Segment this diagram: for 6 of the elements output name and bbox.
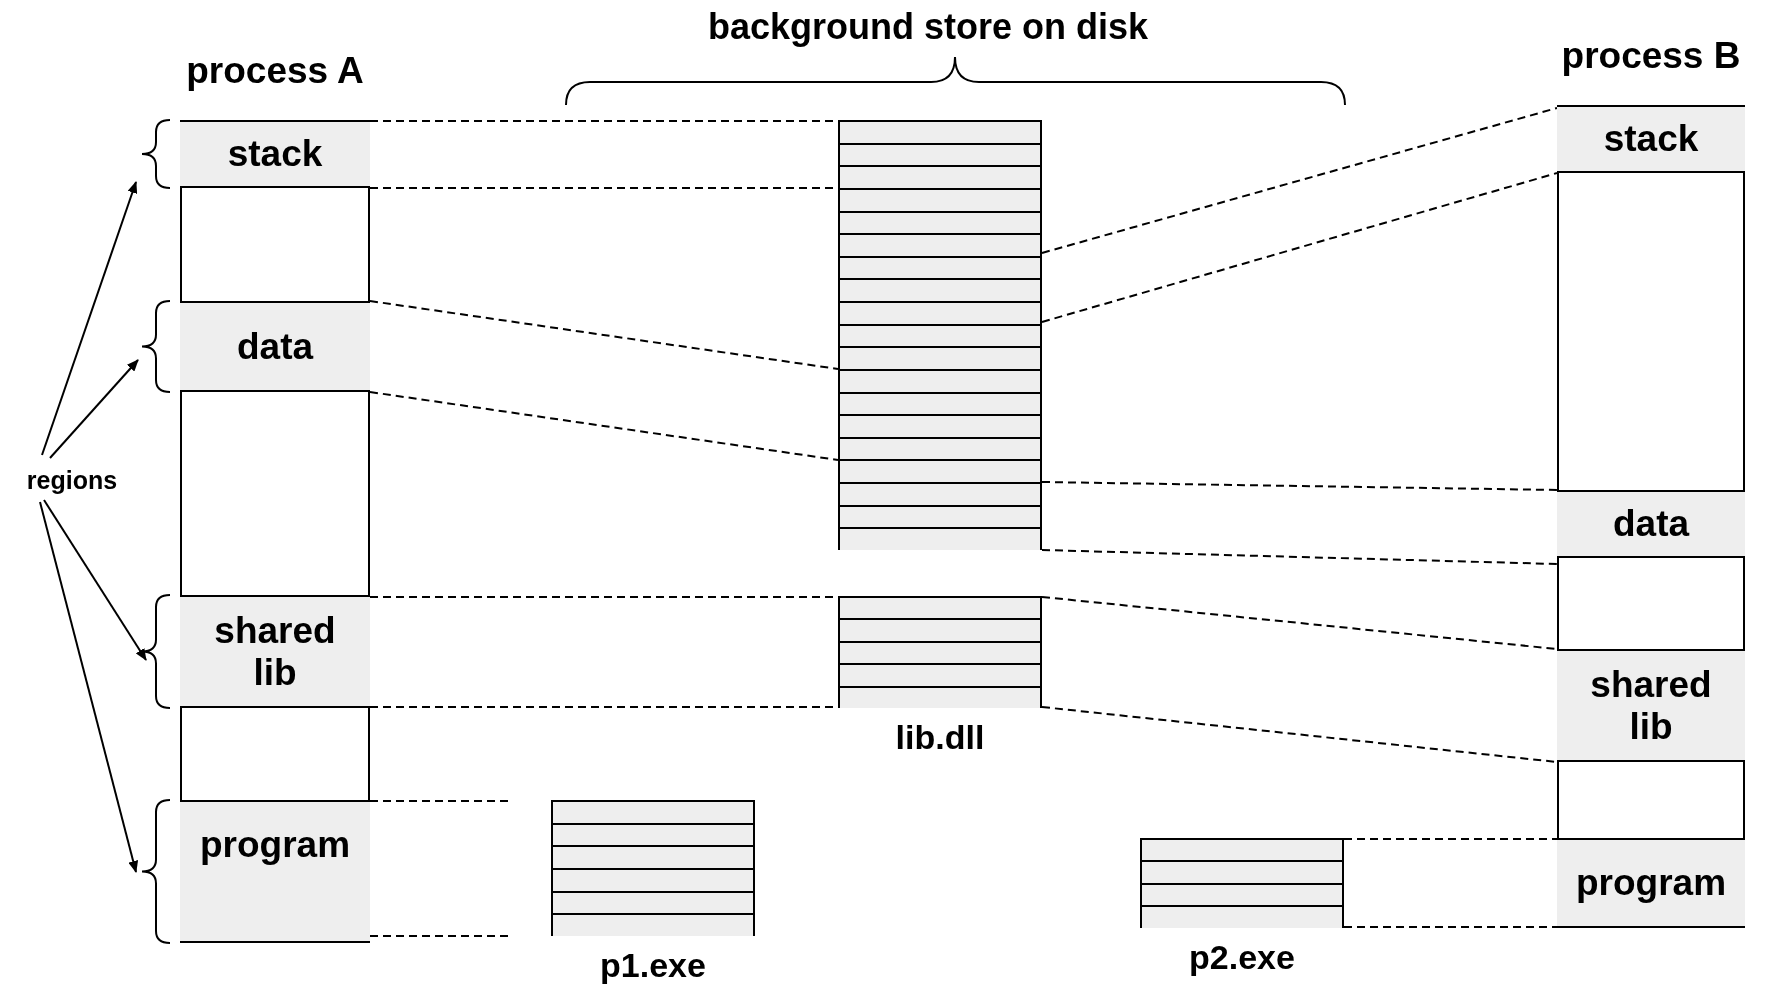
heading-text: background store on disk bbox=[707, 6, 1149, 48]
file-label: lib.dll bbox=[895, 718, 985, 757]
column-heading: process B bbox=[1561, 35, 1741, 77]
file-label: p2.exe bbox=[1189, 938, 1295, 977]
file-label: p1.exe bbox=[600, 946, 706, 985]
column-heading: process A bbox=[186, 50, 364, 92]
